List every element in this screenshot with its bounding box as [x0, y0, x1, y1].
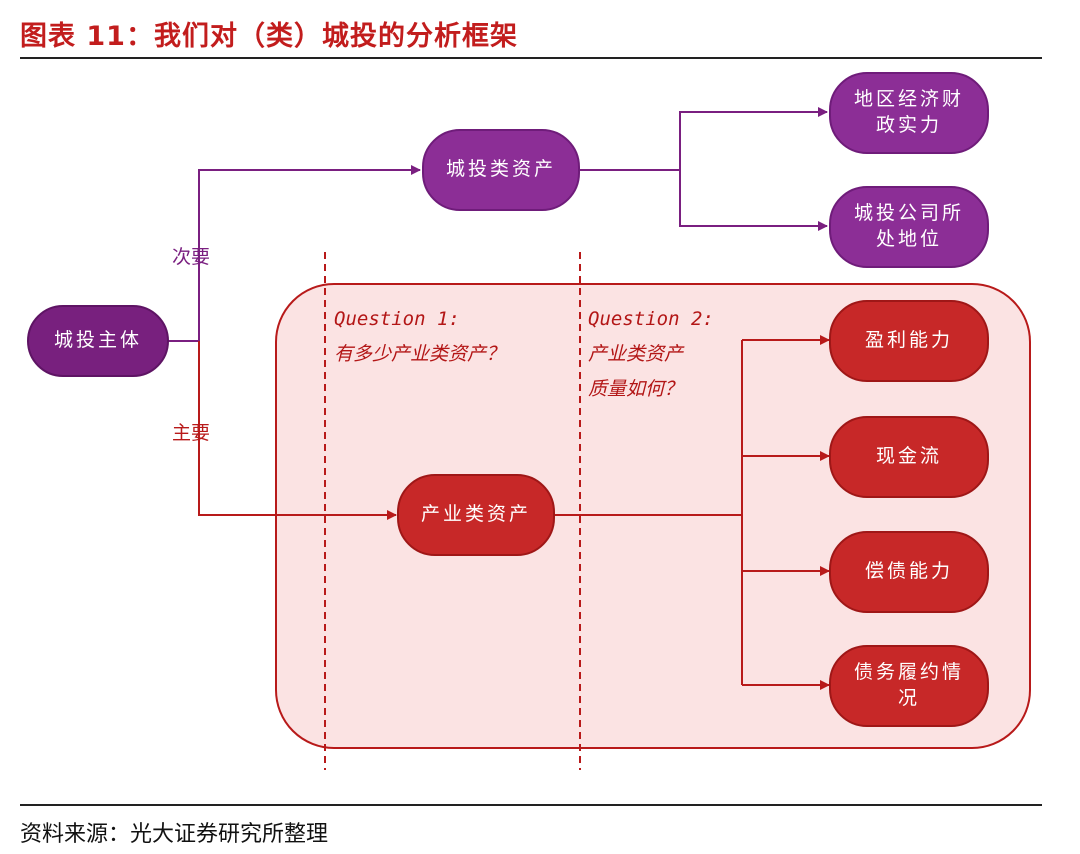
branch-label-major: 主要 — [172, 422, 211, 444]
connector-major-children — [555, 339, 805, 686]
major-child-3-label: 偿债能力 — [864, 560, 953, 583]
source-note: 资料来源：光大证券研究所整理 — [20, 822, 329, 847]
minor-child-1: 地区经济财政实力 — [829, 72, 989, 154]
footer-rule — [20, 804, 1042, 806]
title-rule — [20, 57, 1042, 59]
major-child-4-label: 债务履约情况 — [853, 661, 964, 709]
figure-title: 图表 11：我们对（类）城投的分析框架 — [20, 21, 518, 52]
major-child-2: 现金流 — [829, 416, 989, 498]
minor-node: 城投类资产 — [422, 129, 580, 211]
connector-root-minor — [167, 165, 421, 342]
minor-node-label: 城投类资产 — [445, 158, 556, 181]
question1-title: Question 1: — [334, 308, 460, 330]
major-node: 产业类资产 — [397, 474, 555, 556]
question2-line1: 产业类资产 — [588, 343, 684, 365]
root-node: 城投主体 — [27, 305, 169, 377]
major-child-1-label: 盈利能力 — [864, 329, 953, 352]
root-node-label: 城投主体 — [53, 329, 142, 352]
connector-minor-children — [578, 111, 826, 227]
major-child-3: 偿债能力 — [829, 531, 989, 613]
major-node-label: 产业类资产 — [420, 503, 531, 526]
connector-root-major — [198, 341, 397, 520]
minor-child-2: 城投公司所处地位 — [829, 186, 989, 268]
question2-line2: 质量如何？ — [588, 378, 684, 400]
question2-title: Question 2: — [588, 308, 714, 330]
major-child-2-label: 现金流 — [875, 445, 942, 468]
minor-child-2-label: 城投公司所处地位 — [853, 202, 964, 250]
minor-child-1-label: 地区经济财政实力 — [853, 88, 964, 136]
branch-label-minor: 次要 — [172, 246, 211, 268]
major-child-1: 盈利能力 — [829, 300, 989, 382]
major-child-4: 债务履约情况 — [829, 645, 989, 727]
question1-text: 有多少产业类资产？ — [334, 343, 506, 365]
